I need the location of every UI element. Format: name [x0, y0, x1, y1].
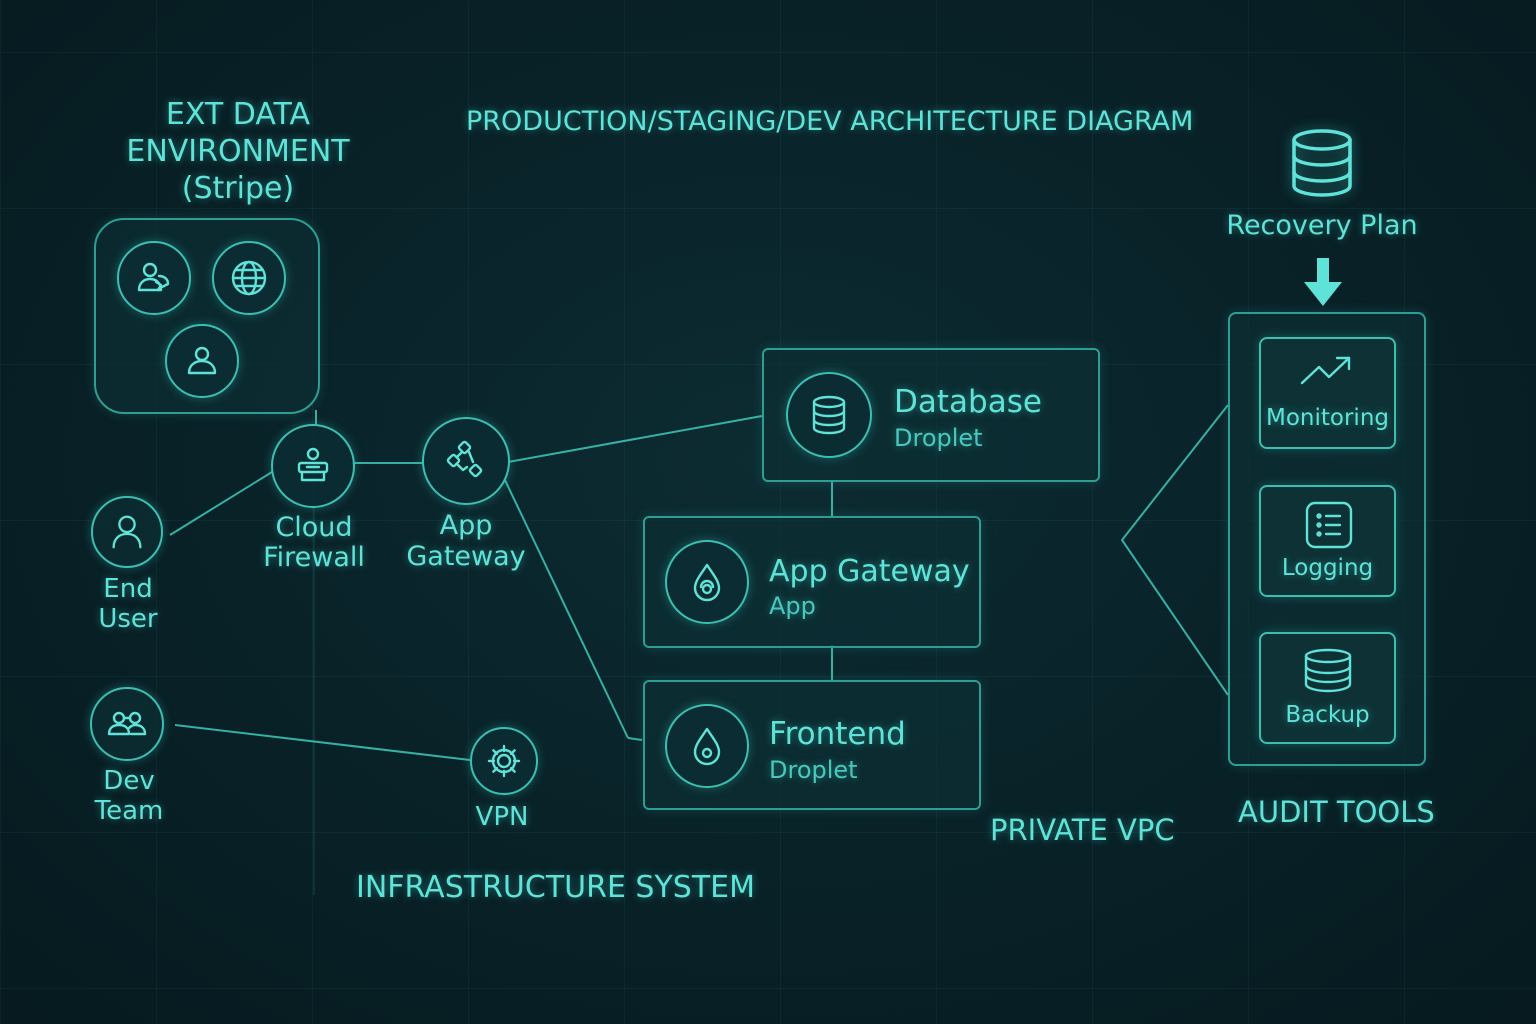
frontend-droplet-subtitle: Droplet: [769, 756, 858, 784]
trend-icon: [1300, 356, 1351, 385]
cloud-firewall-label: Cloud Firewall: [246, 513, 382, 573]
person-icon: [187, 346, 217, 375]
ext-env-line1: EXT DATA: [165, 97, 311, 132]
database-droplet-subtitle: Droplet: [894, 424, 983, 452]
end-user-node[interactable]: [91, 496, 163, 568]
dev-team-node[interactable]: [90, 687, 164, 761]
end-user-label: End User: [76, 574, 180, 634]
droplet-icon: [693, 563, 721, 602]
recovery-plan-label: Recovery Plan: [1226, 210, 1418, 241]
audit-tools-label: AUDIT TOOLS: [1238, 795, 1435, 829]
dev-team-line1: Dev: [103, 766, 155, 796]
wire-user-firewall: [169, 471, 273, 536]
ext-env-line3: (Stripe): [181, 171, 295, 206]
app-gateway-node[interactable]: [422, 417, 510, 505]
app-gateway-line2: Gateway: [406, 541, 526, 572]
ext-globe-node[interactable]: [212, 241, 286, 315]
database-droplet-box[interactable]: Database Droplet: [762, 348, 1100, 482]
infrastructure-system-label: INFRASTRUCTURE SYSTEM: [356, 870, 756, 905]
cloud-firewall-line2: Firewall: [263, 542, 365, 573]
backup-label: Backup: [1285, 702, 1370, 728]
diagram-title: PRODUCTION/STAGING/DEV ARCHITECTURE DIAG…: [466, 106, 1194, 137]
app-droplet-icon-wrap: [665, 540, 749, 624]
arrow-down-icon: [1304, 258, 1342, 306]
database-droplet-icon-wrap: [786, 372, 872, 458]
ext-person-node[interactable]: [165, 324, 239, 398]
gateway-icon: [446, 440, 483, 478]
users-icon: [137, 262, 170, 292]
firewall-icon: [297, 447, 329, 482]
database-icon: [812, 395, 846, 435]
dev-team-label: Dev Team: [76, 766, 182, 826]
globe-icon: [231, 260, 267, 296]
frontend-droplet-icon-wrap: [665, 704, 749, 788]
wire-dev-vpn: [174, 724, 471, 761]
wire-vpc-audit: [1120, 404, 1229, 696]
ext-users-node[interactable]: [117, 241, 191, 315]
end-user-line2: User: [98, 604, 158, 634]
logging-label: Logging: [1281, 555, 1374, 581]
wire-gateway-frontend: [503, 477, 629, 739]
app-droplet-subtitle: App: [769, 592, 816, 620]
backup-tool[interactable]: Backup: [1259, 632, 1396, 744]
ext-env-label: EXT DATA ENVIRONMENT (Stripe): [110, 96, 366, 207]
gear-icon: [487, 744, 521, 778]
frontend-droplet-box[interactable]: Frontend Droplet: [643, 680, 981, 810]
wire-gateway-database: [507, 415, 763, 463]
app-droplet-box[interactable]: App Gateway App: [643, 516, 981, 648]
ext-env-line2: ENVIRONMENT: [126, 134, 350, 169]
team-icon: [107, 711, 147, 736]
vpn-node[interactable]: [470, 727, 538, 795]
recovery-database-icon: [1292, 129, 1352, 197]
logging-tool[interactable]: Logging: [1259, 485, 1396, 597]
monitoring-tool[interactable]: Monitoring: [1259, 337, 1396, 449]
app-gateway-label: App Gateway: [396, 510, 536, 572]
cloud-firewall-line1: Cloud: [275, 512, 353, 543]
frontend-droplet-title: Frontend: [769, 716, 906, 752]
user-icon: [112, 515, 142, 549]
wire-gateway-frontend-end: [627, 737, 643, 741]
monitoring-label: Monitoring: [1266, 405, 1389, 431]
dev-team-line2: Team: [94, 796, 164, 826]
end-user-line1: End: [103, 574, 153, 604]
database-droplet-title: Database: [894, 384, 1042, 420]
cloud-firewall-node[interactable]: [271, 424, 355, 508]
list-icon: [1305, 501, 1353, 549]
droplet-icon: [693, 727, 721, 766]
vpn-label: VPN: [475, 802, 529, 832]
private-vpc-label: PRIVATE VPC: [990, 813, 1175, 847]
app-droplet-title: App Gateway: [769, 554, 970, 589]
backup-database-icon: [1304, 648, 1352, 693]
app-gateway-line1: App: [439, 510, 493, 541]
